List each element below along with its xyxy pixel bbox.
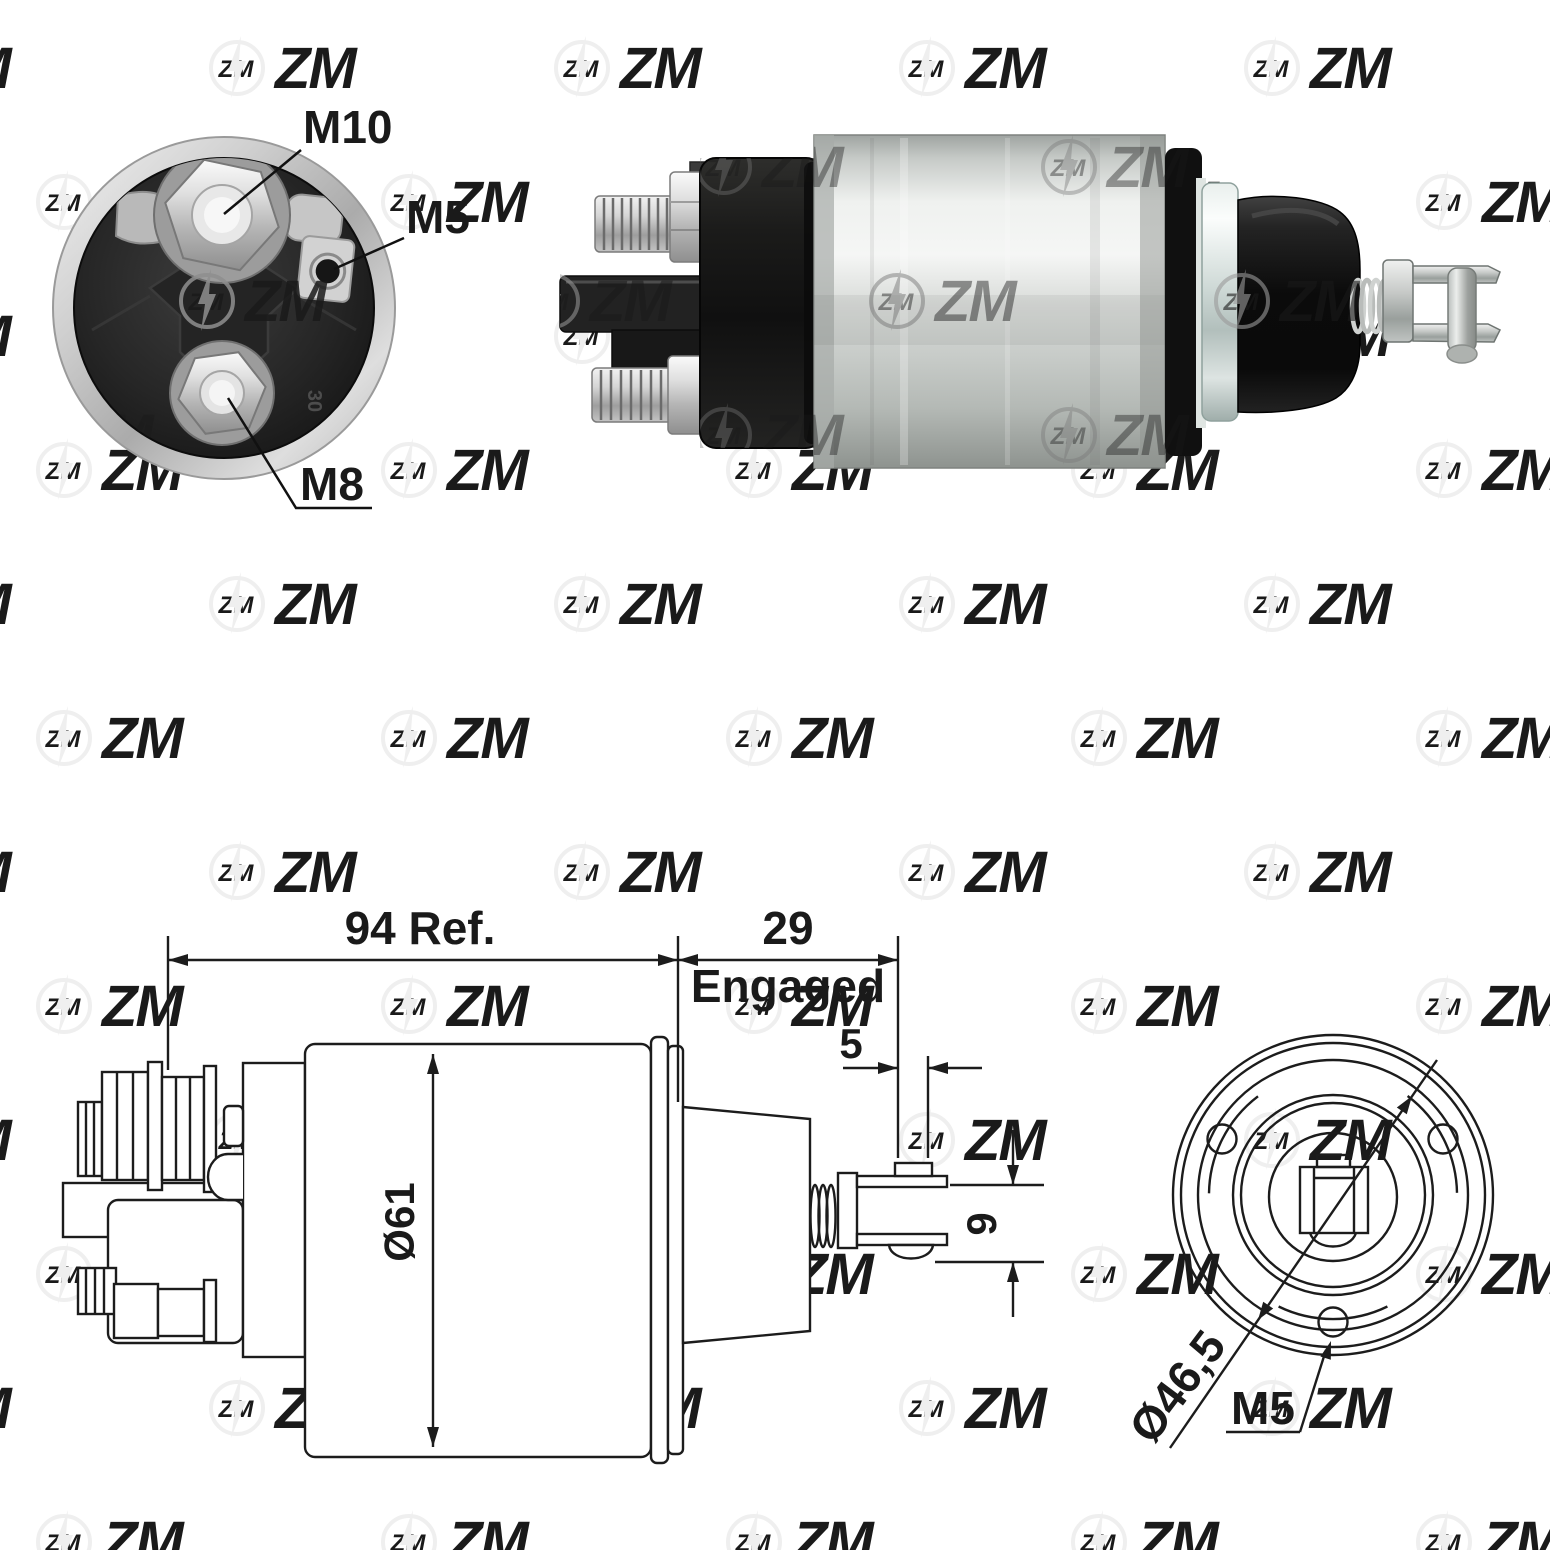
back-face-details: 30	[74, 158, 374, 458]
upper-stud-outline	[76, 1060, 245, 1202]
dim-body-diameter: Ø61	[376, 1054, 439, 1447]
dim-m5-hole: M5	[1226, 1341, 1331, 1434]
front-housing-outline	[241, 1061, 307, 1359]
dim-9-text: 9	[958, 1212, 1005, 1235]
dim-overall-length: 94 Ref.	[166, 902, 680, 1102]
boss-circle	[1267, 1131, 1399, 1263]
dim-94-text: 94 Ref.	[345, 902, 496, 954]
dim-pin-travel: 5	[839, 1020, 982, 1158]
pin-outline	[893, 1161, 934, 1178]
inner-circle-2	[1239, 1101, 1427, 1289]
mount-hole-right	[1427, 1123, 1459, 1155]
flange-ring-inner	[666, 1044, 685, 1456]
dim-61-text: Ø61	[376, 1182, 423, 1261]
photo-side-view	[559, 134, 1502, 469]
plunger-front-outline	[1298, 1153, 1370, 1248]
bolt-circle-arc-tr	[1406, 1095, 1459, 1193]
boot-outline	[681, 1105, 812, 1345]
plunger-fork	[1382, 259, 1502, 364]
dim-29-text: 29	[762, 902, 813, 954]
dim-engaged-label: Engaged	[691, 960, 885, 1012]
cylinder-end-ring	[1165, 148, 1202, 456]
m10-terminal	[153, 158, 291, 284]
inner-circle	[1231, 1093, 1435, 1297]
dim-engaged: 29 Engaged	[678, 902, 900, 1158]
outer-circle-2	[1179, 1041, 1487, 1349]
cylinder-crimp-band	[814, 135, 834, 468]
spring-outline	[809, 1183, 837, 1249]
flange-ring-outer	[649, 1035, 670, 1465]
lower-stud-outline	[76, 1266, 218, 1344]
m8-terminal	[169, 340, 275, 446]
dim-m5-text: M5	[1231, 1382, 1295, 1434]
pin-end-cap-outline	[887, 1243, 935, 1260]
embossed-terminal-30: 30	[303, 390, 325, 412]
mount-hole-left	[1206, 1123, 1238, 1155]
bolt-circle-arc-bottom	[1278, 1305, 1388, 1321]
mid-circle	[1196, 1058, 1470, 1332]
mount-hole-bottom	[1317, 1306, 1349, 1338]
outer-circle	[1171, 1033, 1495, 1357]
m8-leader-line	[226, 397, 372, 510]
fork-bottom-arm-outline	[855, 1232, 949, 1247]
fork-top-arm-outline	[855, 1174, 949, 1189]
dim-fork-height: 9	[935, 1130, 1044, 1317]
fork-bracket-outline	[836, 1171, 859, 1250]
ring-highlight	[1196, 178, 1206, 428]
label-m8: M8	[300, 458, 364, 510]
label-m10: M10	[303, 101, 392, 153]
dim-5-text: 5	[839, 1020, 862, 1067]
main-body-outline	[303, 1042, 653, 1459]
photo-back-view: 30 M10 M5 M8	[52, 101, 470, 510]
m5-leader-line	[333, 236, 405, 271]
bolt-circle-arc-tl	[1207, 1095, 1259, 1194]
drawing-side-view: 94 Ref. 29 Engaged 5 Ø61	[61, 902, 1044, 1465]
clevis-pin	[1447, 267, 1477, 353]
m10-leader-line	[223, 149, 302, 215]
label-m5: M5	[406, 191, 470, 243]
